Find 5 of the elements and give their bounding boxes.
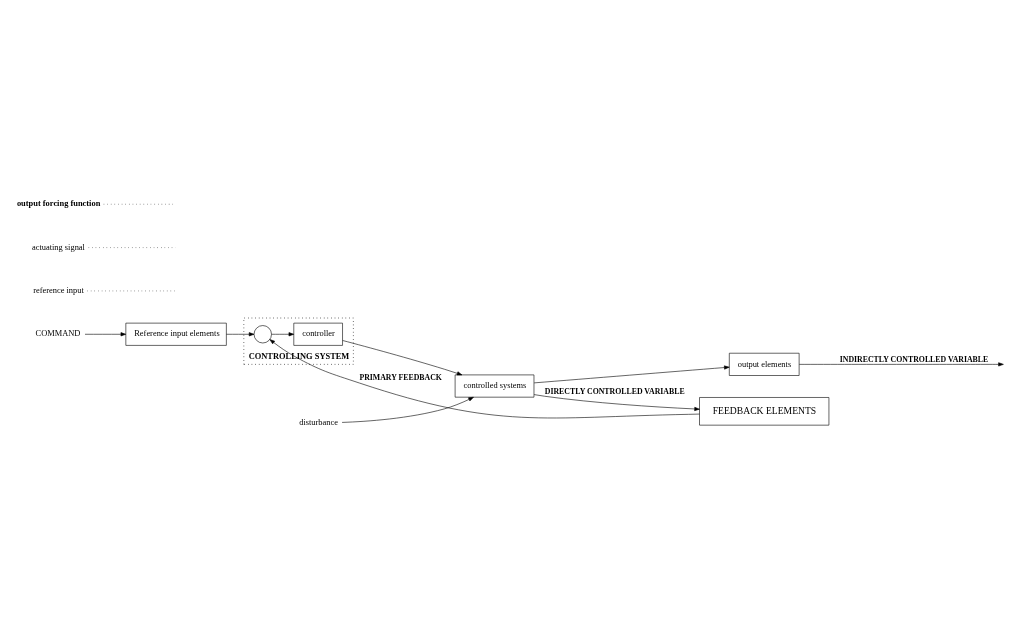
node-text: output forcing function bbox=[16, 197, 101, 208]
node-text: COMMAND bbox=[35, 328, 81, 338]
node-text: reference input bbox=[33, 284, 84, 295]
node-text: disturbance bbox=[299, 416, 338, 427]
node-text: actuating signal bbox=[31, 241, 85, 252]
